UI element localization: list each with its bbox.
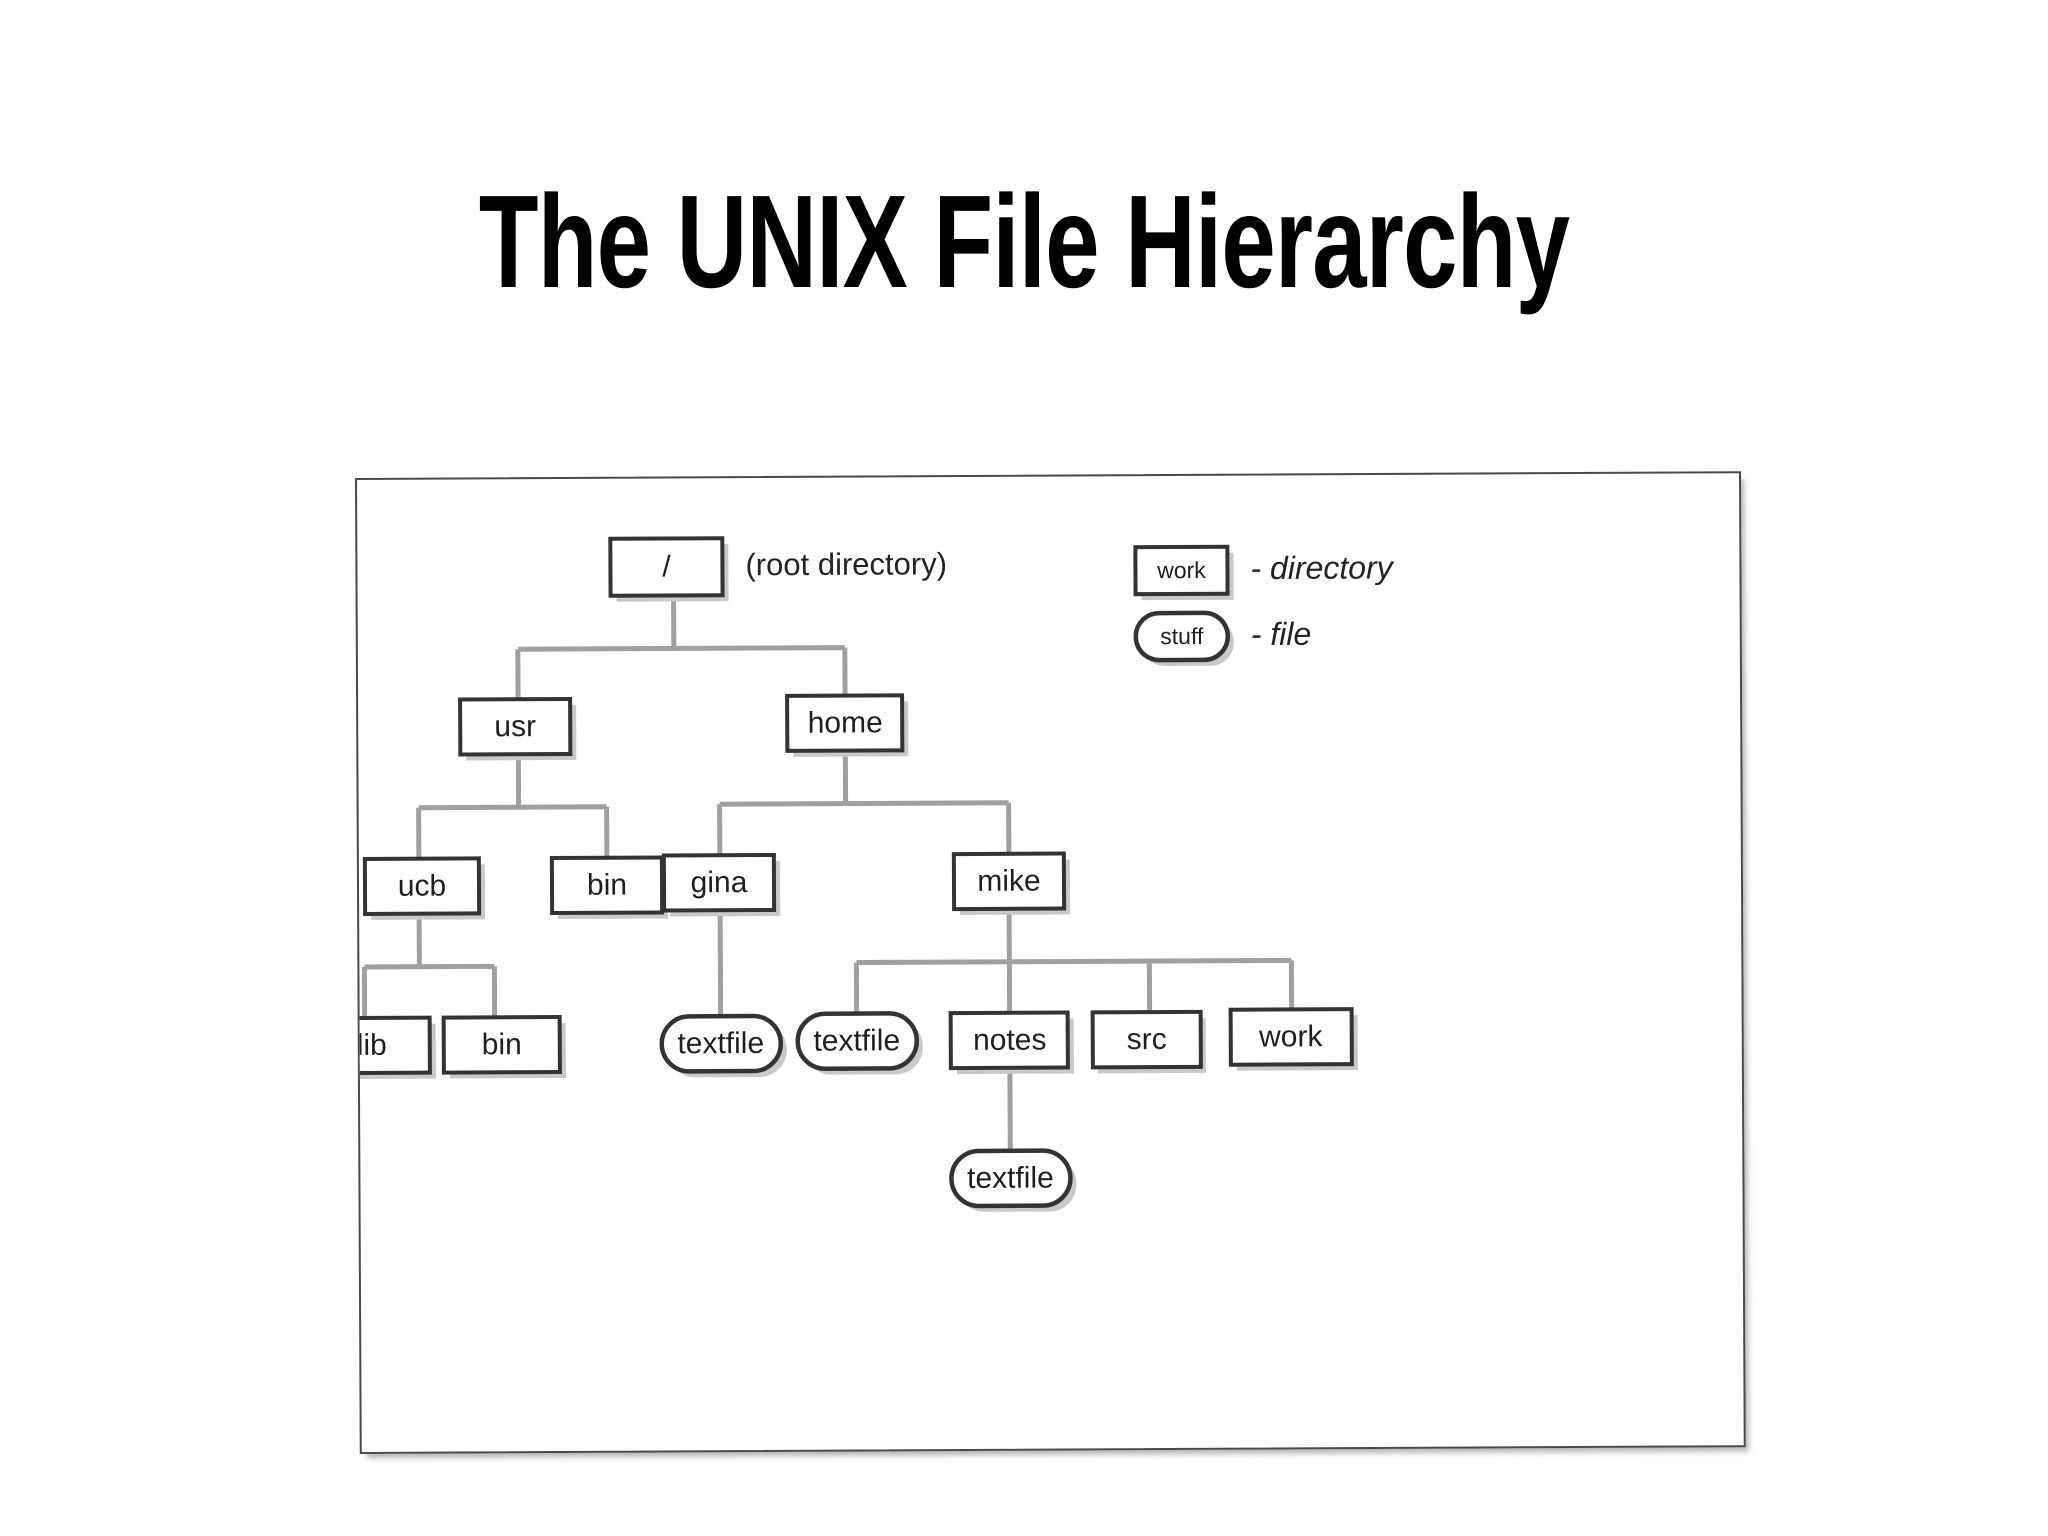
node-home[interactable]: home [785, 693, 905, 753]
legend-file-sample-label: stuff [1160, 623, 1204, 649]
legend-file-description: - file [1251, 616, 1312, 652]
node-usr-bin[interactable]: bin [549, 855, 665, 916]
node-root-label: / [662, 550, 671, 583]
node-mike-src-label: src [1127, 1023, 1167, 1056]
node-mike-notes[interactable]: notes [948, 1010, 1070, 1071]
node-gina-textfile-label: textfile [677, 1027, 764, 1060]
node-notes-textfile-label: textfile [967, 1162, 1054, 1195]
node-ucb-lib-label: lib [357, 1029, 387, 1062]
node-ucb-label: ucb [398, 869, 447, 902]
legend-directory-sample-label: work [1156, 557, 1206, 583]
node-ucb[interactable]: ucb [362, 856, 482, 916]
legend-directory-description: - directory [1250, 549, 1394, 586]
node-mike[interactable]: mike [951, 851, 1067, 912]
node-mike-textfile[interactable]: textfile [795, 1011, 920, 1071]
page-title: The UNIX File Hierarchy [478, 168, 1570, 315]
node-mike-work[interactable]: work [1228, 1007, 1354, 1067]
root-directory-annotation: (root directory) [745, 546, 947, 582]
file-hierarchy-diagram: / (root directory) usr home ucb bin [355, 471, 1746, 1454]
node-gina[interactable]: gina [661, 852, 777, 913]
node-mike-work-label: work [1258, 1020, 1324, 1053]
node-usr-label: usr [494, 710, 536, 743]
legend-directory: work - directory [1133, 544, 1395, 597]
node-gina-label: gina [691, 866, 748, 899]
connector-usr [416, 758, 610, 858]
node-mike-textfile-label: textfile [813, 1024, 900, 1057]
node-home-label: home [808, 706, 883, 739]
node-gina-textfile[interactable]: textfile [659, 1013, 784, 1074]
node-mike-src[interactable]: src [1090, 1009, 1203, 1070]
connector-home [717, 754, 1012, 855]
connector-root [515, 597, 848, 699]
node-root[interactable]: / [608, 536, 725, 598]
node-ucb-bin[interactable]: bin [441, 1014, 562, 1075]
connector-group [361, 597, 1295, 1150]
tree-svg-canvas: / (root directory) usr home ucb bin [357, 536, 1395, 1212]
node-notes-textfile[interactable]: textfile [949, 1148, 1073, 1209]
connector-ucb [361, 917, 498, 1017]
node-ucb-lib[interactable]: lib [357, 1015, 432, 1076]
node-mike-label: mike [977, 865, 1041, 898]
node-usr-bin-label: bin [587, 869, 627, 902]
node-mike-notes-label: notes [973, 1024, 1047, 1057]
node-ucb-bin-label: bin [482, 1028, 522, 1061]
node-usr[interactable]: usr [458, 696, 573, 757]
connector-mike [853, 912, 1295, 1013]
legend-file: stuff - file [1133, 610, 1312, 663]
